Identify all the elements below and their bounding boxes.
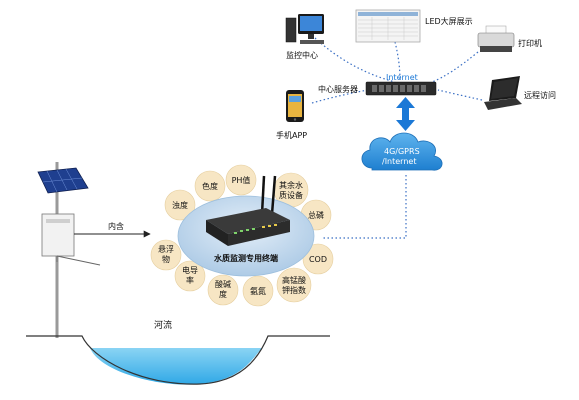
- bidirectional-arrow: [396, 97, 415, 131]
- device-body-side: [228, 220, 290, 246]
- printer-body: [477, 32, 515, 48]
- petal-suspended-solids: [150, 239, 182, 271]
- remote-access-label: 远程访问: [524, 90, 556, 100]
- param-label-8b: 度: [219, 289, 227, 299]
- device-body-front: [206, 220, 228, 246]
- network-links: [311, 37, 483, 239]
- param-label-9a: 电导: [182, 265, 198, 275]
- link-cloud-terminal: [322, 175, 407, 239]
- link-printer-server: [431, 51, 479, 83]
- parameter-labels: 浊度 色度 PH值 其余水 质设备 总磷 COD 高锰酸 钾指数 氨氮 酸碱 度…: [158, 175, 327, 299]
- param-label-9b: 率: [186, 275, 194, 285]
- antenna-left: [260, 175, 266, 215]
- link-monitor-server: [314, 37, 396, 83]
- param-label-1: 色度: [202, 181, 218, 191]
- param-label-10b: 物: [162, 254, 170, 264]
- antenna-right: [270, 175, 277, 215]
- param-label-3b: 质设备: [279, 190, 303, 200]
- petal-permanganate: [276, 267, 312, 303]
- solar-panel: [37, 167, 89, 194]
- laptop-display: [491, 78, 518, 99]
- petal-ammonia: [242, 275, 274, 307]
- param-label-8a: 酸碱: [215, 279, 231, 289]
- link-remote-server: [437, 89, 483, 101]
- cloud-label-line1: 4G/GPRS: [384, 147, 420, 156]
- river-label: 河流: [154, 319, 172, 331]
- param-label-6a: 高锰酸: [282, 275, 306, 285]
- param-label-10a: 悬浮: [158, 244, 174, 254]
- petal-cod: [302, 243, 334, 275]
- param-label-0: 浊度: [172, 200, 188, 210]
- device-body-top: [206, 208, 290, 234]
- printer: [477, 25, 515, 52]
- monitoring-center-label: 监控中心: [286, 50, 318, 60]
- internet-tag: Internet: [386, 73, 418, 82]
- param-label-4: 总磷: [308, 210, 324, 220]
- printer-base: [480, 46, 512, 52]
- petal-conductivity: [174, 260, 206, 292]
- param-label-2: PH值: [232, 175, 251, 185]
- param-label-7: 氨氮: [250, 286, 266, 296]
- river-water: [90, 348, 262, 385]
- central-server-label: 中心服务器: [318, 84, 358, 94]
- laptop-base: [484, 98, 522, 110]
- param-label-6b: 钾指数: [282, 285, 306, 295]
- central-server: [365, 81, 437, 96]
- pc-keyboard: [300, 40, 324, 44]
- cloud-label-line2: /Internet: [382, 157, 416, 166]
- mobile-app-label: 手机APP: [276, 130, 307, 140]
- terminal-device: [206, 175, 290, 246]
- param-label-3a: 其余水: [279, 180, 303, 190]
- led-screen-label: LED大屏展示: [425, 16, 473, 26]
- led-header-bar: [358, 12, 418, 16]
- petal-ph: [225, 164, 257, 196]
- pc-screen: [300, 16, 322, 31]
- inflow-label: 内含: [108, 221, 124, 231]
- petal-turbidity: [164, 189, 196, 221]
- pc-tower: [285, 17, 297, 43]
- cloud-icon: [361, 132, 443, 171]
- laptop: [484, 76, 522, 110]
- monitoring-station: [37, 162, 101, 338]
- river: [26, 335, 330, 385]
- led-screen: [355, 9, 421, 43]
- param-label-5: COD: [309, 255, 327, 264]
- link-phone-server: [311, 89, 369, 104]
- ground-line: [26, 335, 330, 385]
- printer-label: 打印机: [518, 38, 542, 48]
- pc-stand: [308, 34, 314, 39]
- petal-ph-alkalinity: [207, 274, 239, 306]
- terminal-label: 水质监测专用终端: [213, 253, 278, 263]
- monitoring-center-computer: [285, 14, 324, 44]
- petal-chroma: [194, 170, 226, 202]
- mobile-phone: [286, 90, 304, 122]
